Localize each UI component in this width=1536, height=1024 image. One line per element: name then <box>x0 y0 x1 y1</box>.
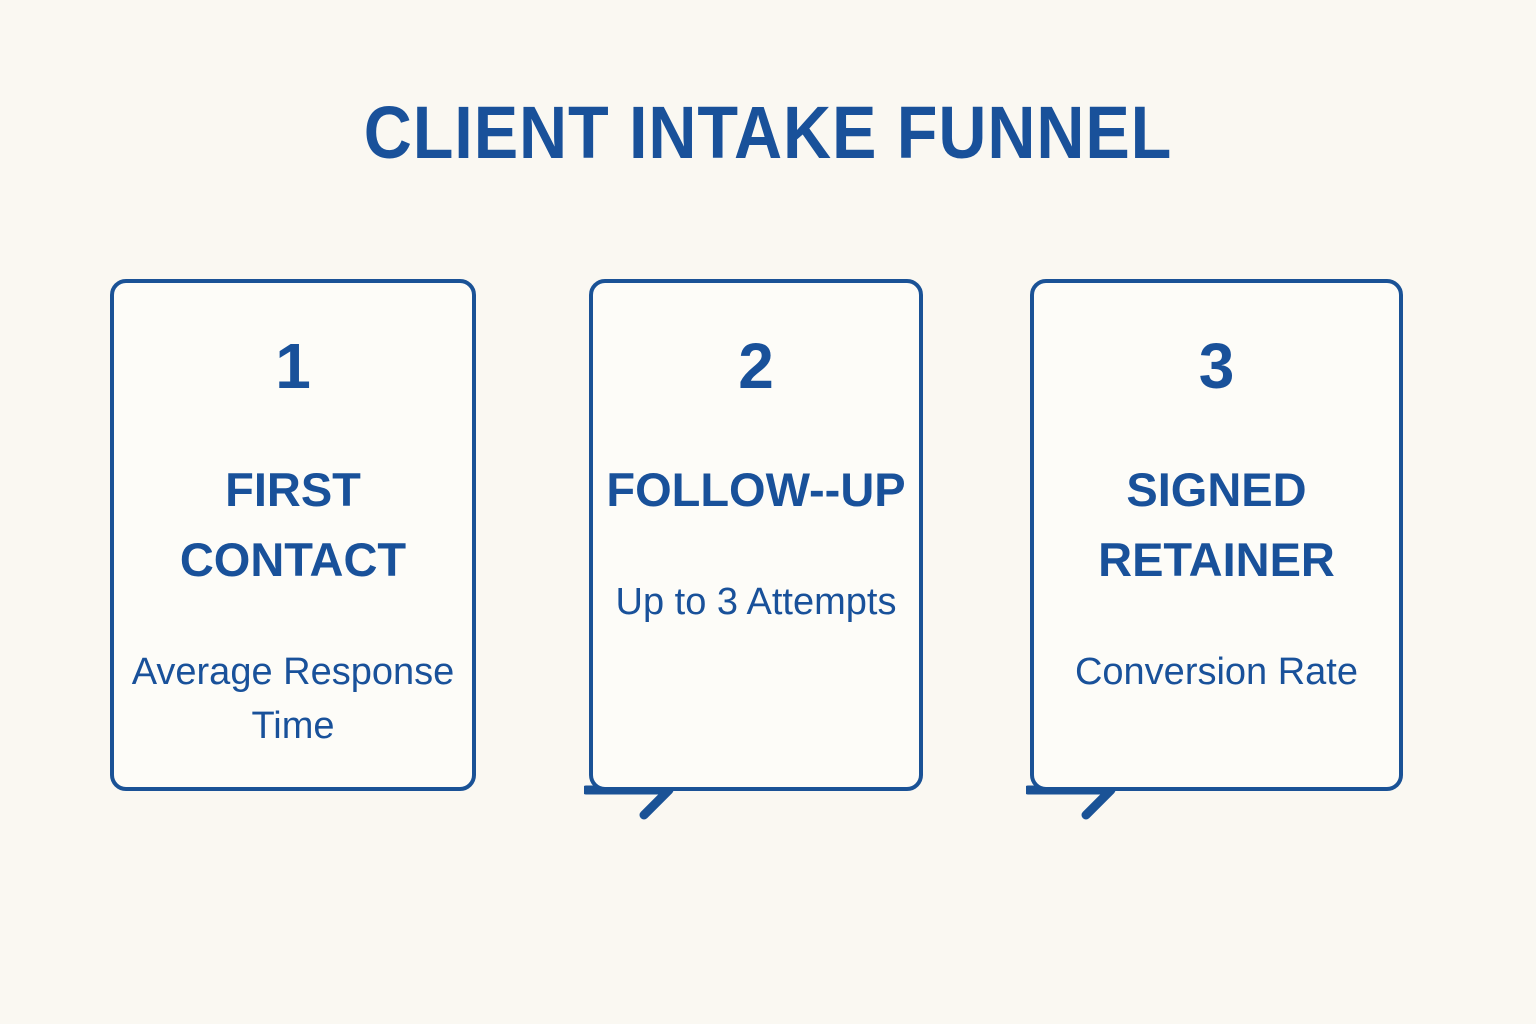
stage-description: Average Response Time <box>131 651 455 747</box>
page-title: CLIENT INTAKE FUNNEL <box>363 91 1173 174</box>
stage-number: 3 <box>1198 330 1235 402</box>
stage-description: Conversion Rate <box>1074 651 1359 693</box>
stage-card-first-contact[interactable]: 1 FIRST CONTACT Average Response Time <box>110 279 476 791</box>
stage-card-signed-retainer[interactable]: 3 SIGNED RETAINER Conversion Rate <box>1030 279 1403 791</box>
stage-heading: FOLLOW--UP <box>606 463 906 516</box>
funnel-stage-row: 1 FIRST CONTACT Average Response Time 2 … <box>110 279 1403 820</box>
stage-number: 2 <box>738 330 774 402</box>
stage-heading: FIRST CONTACT <box>179 463 407 586</box>
stage-description: Up to 3 Attempts <box>615 581 897 623</box>
stage-card-follow-up[interactable]: 2 FOLLOW--UP Up to 3 Attempts <box>589 279 923 791</box>
stage-number: 1 <box>275 330 311 402</box>
stage-heading: SIGNED RETAINER <box>1098 463 1335 586</box>
